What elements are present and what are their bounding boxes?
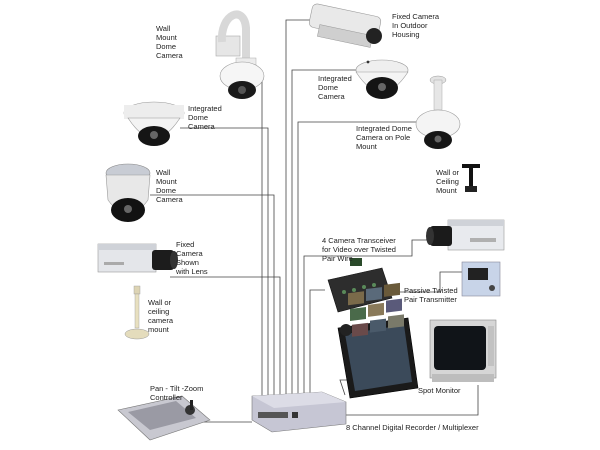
wire-pole-dome [297, 121, 420, 398]
label-line: 8 Channel Digital Recorder / Multiplexer [346, 423, 479, 432]
ceiling-mount-icon [124, 285, 150, 340]
wall-mount-dome-camera-icon [105, 163, 151, 222]
label-fixed-outdoor: Fixed Camera In Outdoor Housing [392, 12, 439, 39]
label-line: Spot Monitor [418, 386, 461, 395]
label-line: Shown [176, 258, 199, 267]
label-wall-ceiling-mount-right: Wall or Ceiling Mount [436, 168, 459, 195]
label-line: Camera [176, 249, 203, 258]
dome-camera-icon [123, 101, 185, 146]
wire-integrated-dome-left [180, 127, 269, 398]
label-line: Housing [392, 30, 420, 39]
wire-wall-dome-mid [150, 194, 275, 398]
label-line: In Outdoor [392, 21, 428, 30]
box-camera-icon [97, 243, 178, 273]
label-line: Camera [188, 122, 215, 131]
label-line: Wall or [148, 298, 172, 307]
label-line: Mount [156, 177, 177, 186]
label-line: Integrated [188, 104, 222, 113]
lcd-monitor-icon [337, 282, 419, 399]
ceiling-mount-icon [462, 164, 480, 192]
label-line: camera [148, 316, 174, 325]
label-line: 4 Camera Transceiver [322, 236, 396, 245]
label-line: Integrated Dome [356, 124, 412, 133]
wire-outdoor [285, 19, 312, 398]
pole-dome-camera-icon [415, 75, 461, 149]
label-line: Pair Transmitter [404, 295, 457, 304]
label-line: Mount [156, 33, 177, 42]
label-line: Camera [156, 195, 183, 204]
label-line: Dome [156, 42, 177, 51]
label-passive-twisted: Passive Twisted Pair Transmitter [404, 286, 458, 304]
label-integrated-dome-right: Integrated Dome Camera [318, 74, 352, 101]
label-ptz-controller: Pan - Tilt -Zoom Controller [150, 384, 203, 402]
wire-box-right [303, 239, 430, 398]
label-line: Camera on Pole [356, 133, 411, 142]
label-wall-mount-dome-top: Wall Mount Dome Camera [156, 24, 183, 60]
label-line: mount [148, 325, 169, 334]
label-line: Camera [156, 51, 183, 60]
label-line: Controller [150, 393, 183, 402]
label-wall-ceiling-camera-mount: Wall or ceiling camera mount [148, 298, 173, 334]
wire-fixed-lens [170, 276, 281, 398]
label-line: ceiling [148, 307, 170, 316]
outdoor-housing-camera-icon [308, 3, 382, 48]
wall-mount-dome-camera-icon [215, 10, 265, 99]
dome-camera-icon [355, 59, 409, 99]
wire-wall-dome-top [240, 71, 263, 398]
label-line: Wall [156, 168, 171, 177]
label-line: with Lens [176, 267, 208, 276]
label-integrated-dome-left: Integrated Dome Camera [188, 104, 222, 131]
label-integrated-dome-pole: Integrated Dome Camera on Pole Mount [356, 124, 412, 151]
label-line: Wall or [436, 168, 460, 177]
label-line: Camera [318, 92, 345, 101]
label-line: Dome [318, 83, 339, 92]
label-line: Fixed Camera [392, 12, 440, 21]
label-line: Pan - Tilt -Zoom [150, 384, 204, 393]
wire-spot-monitor [345, 385, 479, 416]
label-line: for Video over Twisted [322, 245, 396, 254]
label-line: Passive Twisted [404, 286, 458, 295]
label-line: Integrated [318, 74, 352, 83]
label-line: Ceiling [436, 177, 459, 186]
label-line: Mount [356, 142, 377, 151]
label-line: Mount [436, 186, 457, 195]
wire-transceiver-to-passive [390, 271, 462, 293]
passive-transmitter-icon [461, 261, 501, 297]
label-line: Wall [156, 24, 171, 33]
wire-integrated-dome-right [291, 69, 358, 398]
wiring [150, 19, 479, 423]
label-dvr: 8 Channel Digital Recorder / Multiplexer [346, 423, 479, 432]
label-line: Dome [188, 113, 209, 122]
label-line: Fixed [176, 240, 195, 249]
label-spot-monitor: Spot Monitor [418, 386, 461, 395]
label-wall-mount-dome-mid: Wall Mount Dome Camera [156, 168, 183, 204]
ptz-keyboard-icon [117, 395, 211, 441]
box-camera-icon [426, 219, 505, 251]
dvr-icon [251, 391, 347, 433]
label-transceiver: 4 Camera Transceiver for Video over Twis… [322, 236, 396, 263]
label-fixed-with-lens: Fixed Camera Shown with Lens [176, 240, 208, 276]
crt-monitor-icon [429, 319, 497, 382]
label-line: Pair Wire [322, 254, 353, 263]
wire-transceiver [309, 289, 325, 398]
label-line: Dome [156, 186, 177, 195]
transceiver-icon [327, 258, 393, 313]
